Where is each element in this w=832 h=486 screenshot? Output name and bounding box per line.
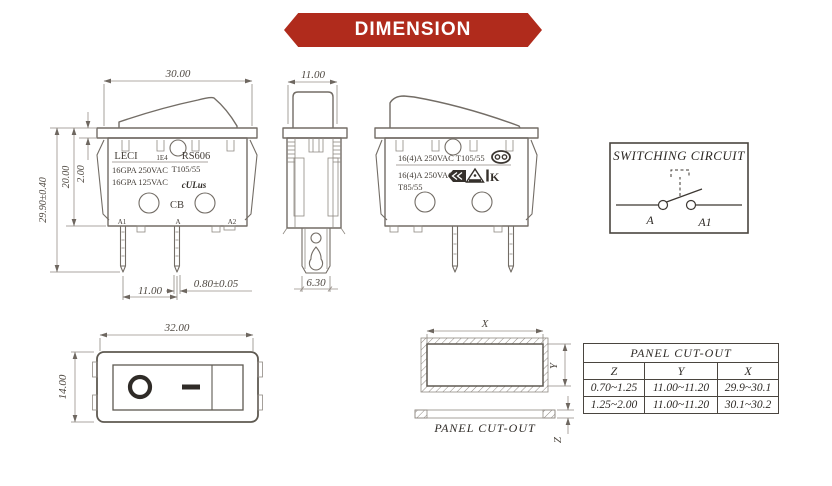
side-width-dim: 11.00 — [301, 69, 325, 81]
terminal-pin-a1 — [119, 225, 127, 273]
terminal-small-hole — [310, 232, 322, 244]
switching-circuit-box: SWITCHING CIRCUIT A A1 — [609, 142, 749, 234]
panel-cutout-drawing: X Y PANEL CUT-OUT Z — [414, 318, 574, 443]
right-clip-back — [525, 139, 538, 221]
table-row: 1.25~2.00 11.00~11.20 30.1~30.2 — [583, 396, 779, 414]
mounting-frame — [96, 127, 258, 139]
table-title: PANEL CUT-OUT — [583, 343, 779, 363]
col-x: X — [717, 362, 779, 380]
cutout-x-dim: X — [481, 318, 490, 330]
left-contact-hole — [138, 192, 160, 214]
rating2-marking: 16GPA 125VAC — [112, 177, 168, 187]
back-temp-marking: T85/55 — [398, 182, 423, 192]
panel-cutout-label: PANEL CUT-OUT — [433, 421, 536, 435]
cb-marking: CB — [170, 200, 184, 211]
rocker-actuator — [118, 96, 238, 128]
circuit-title: SWITCHING CIRCUIT — [613, 148, 745, 163]
contact-a1 — [685, 199, 697, 211]
right-clip — [244, 139, 258, 221]
actuator-link — [670, 169, 690, 177]
dimension-banner: DIMENSION — [284, 13, 542, 47]
actuator-side — [292, 91, 334, 128]
body-side — [286, 137, 342, 229]
table-header-row: Z Y X — [583, 362, 779, 380]
terminal-a2-label: A2 — [228, 218, 237, 226]
rocker-face — [112, 364, 244, 411]
mounting-frame-back — [374, 127, 539, 139]
top-hole — [169, 139, 187, 157]
top-width-dim: 32.00 — [164, 322, 190, 334]
file-code-marking: 1E4 — [156, 154, 168, 162]
rocker-on-symbol — [182, 384, 200, 390]
terminal-pin-a — [173, 225, 181, 273]
model-marking: RS606 — [182, 151, 211, 162]
enec-cert-icon — [491, 150, 511, 164]
row1-y: 11.00~11.20 — [644, 379, 718, 397]
table-row: 0.70~1.25 11.00~11.20 29.9~30.1 — [583, 379, 779, 397]
pin-pitch-dim: 11.00 — [138, 285, 162, 297]
panel-cutout-table: PANEL CUT-OUT Z Y X 0.70~1.25 11.00~11.2… — [583, 343, 779, 414]
panel-section — [414, 409, 556, 419]
terminal-a-label: A — [175, 218, 180, 226]
brand-marking: LECI — [114, 151, 138, 162]
left-clip-back — [375, 139, 388, 221]
col-z: Z — [583, 362, 645, 380]
pin-thickness-dim: 0.80±0.05 — [194, 278, 239, 290]
col-y: Y — [644, 362, 718, 380]
front-body-height-dim: 20.00 — [61, 166, 72, 189]
frame-side — [282, 127, 348, 139]
rating1-marking: 16GPA 250VAC — [112, 165, 168, 175]
front-frame-thickness-dim: 2.00 — [76, 165, 87, 183]
back-pin-2 — [507, 225, 515, 273]
back-right-hole — [471, 191, 493, 213]
bezel-outline — [96, 351, 259, 423]
temp-marking: T105/55 — [172, 164, 201, 174]
row2-z: 1.25~2.00 — [583, 396, 645, 414]
faston-terminal — [301, 228, 331, 274]
front-width-dim: 30.00 — [165, 68, 191, 80]
cutout-z-dim: Z — [552, 436, 564, 443]
rocker-off-symbol — [127, 374, 153, 400]
switch-lever — [666, 188, 703, 203]
circuit-label-a: A — [645, 213, 654, 227]
terminal-a1-label: A1 — [118, 218, 127, 226]
back-left-hole — [414, 191, 436, 213]
row1-x: 29.9~30.1 — [717, 379, 779, 397]
rocker-actuator-back — [389, 95, 521, 129]
side-view: 11.00 6.30 — [282, 69, 348, 292]
kc-cert-icon: K — [486, 169, 500, 184]
top-height-dim: 14.00 — [57, 374, 69, 399]
back-rating1-marking: 16(4)A 250VAC T105/55 — [398, 153, 485, 163]
back-pin-1 — [451, 225, 459, 273]
right-contact-hole — [194, 192, 216, 214]
demko-cert-icon — [448, 170, 466, 182]
circuit-label-a1: A1 — [697, 215, 711, 229]
front-overall-height-dim: 29.90±0.40 — [38, 177, 49, 223]
front-view: 30.00 LECI 1E4 RS606 16GPA 250VAC T105/5… — [38, 68, 258, 300]
back-rating2-marking: 16(4)A 250VAC — [398, 170, 454, 180]
back-view: 16(4)A 250VAC T105/55 16(4)A 250VAC K T8… — [374, 95, 539, 273]
terminal-width-dim: 6.30 — [306, 277, 326, 289]
top-hole-back — [444, 138, 462, 156]
banner-label: DIMENSION — [354, 19, 472, 40]
contact-a — [657, 199, 669, 211]
left-clip — [96, 139, 110, 221]
top-view: 32.00 14.00 — [57, 322, 263, 423]
terminal-teardrop-hole — [308, 246, 324, 271]
row1-z: 0.70~1.25 — [583, 379, 645, 397]
ul-cert-icon: cULus — [182, 180, 207, 190]
svg-text:K: K — [490, 170, 500, 184]
triangle-cert-icon — [465, 167, 485, 183]
cutout-opening — [426, 343, 544, 387]
row2-y: 11.00~11.20 — [644, 396, 718, 414]
cutout-y-dim: Y — [548, 361, 560, 369]
row2-x: 30.1~30.2 — [717, 396, 779, 414]
